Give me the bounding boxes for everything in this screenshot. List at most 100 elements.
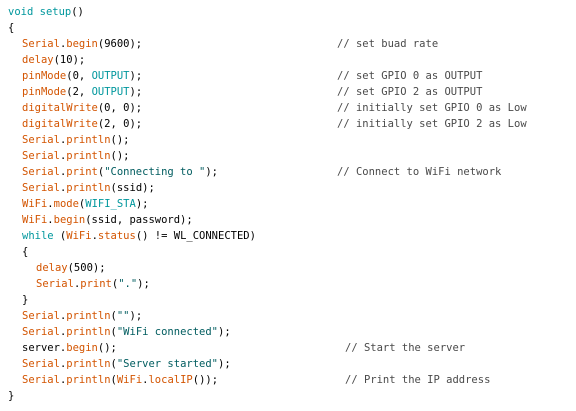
code-token: WiFi [116,374,143,386]
code-token: localIP [148,374,193,386]
code-line[interactable]: { [0,20,576,36]
code-token: ); [129,70,143,82]
code-token: . [59,150,67,162]
code-line[interactable]: Serial.print("."); [0,276,576,292]
code-token: ); [218,326,231,338]
code-line[interactable]: Serial.println("WiFi connected"); [0,324,576,340]
code-token: () != WL_CONNECTED) [135,230,256,242]
code-token: (2, [66,86,92,98]
code-token: (0, 0); [97,102,143,114]
code-content: WiFi.mode(WIFI_STA); [22,196,148,212]
code-line[interactable]: Serial.println(""); [0,308,576,324]
code-line[interactable]: digitalWrite(2, 0);// initially set GPIO… [0,116,576,132]
code-token: (0, [66,70,92,82]
code-token: Serial [22,326,60,338]
code-line[interactable]: pinMode(2, OUTPUT); // set GPIO 2 as OUTP… [0,84,576,100]
code-line[interactable]: { [0,244,576,260]
code-line[interactable]: pinMode(0, OUTPUT);// set GPIO 0 as OUTP… [0,68,576,84]
code-comment: // set GPIO 2 as OUTPUT [337,86,483,98]
code-comment: // Start the server [345,342,466,354]
code-token: ); [129,310,143,322]
code-token: Serial [22,38,60,50]
code-token: digitalWrite [22,118,98,130]
code-line[interactable]: } [0,292,576,308]
code-token: (); [110,150,130,162]
code-token: void [8,6,34,18]
code-token: Serial [22,182,60,194]
code-token: . [47,214,54,226]
code-content: { [22,244,28,260]
code-token: . [59,38,67,50]
code-token: Serial [22,358,60,370]
code-token: while [22,230,54,242]
code-content: } [22,292,28,308]
code-content: Serial.println(); [22,148,130,164]
code-content: Serial.println(); [22,132,130,148]
code-content: delay(10); [22,52,85,68]
code-line[interactable]: WiFi.begin(ssid, password); [0,212,576,228]
code-line[interactable]: Serial.println(ssid); [0,180,576,196]
code-content: } [8,388,14,404]
code-token: "WiFi connected" [116,326,219,338]
code-token: Serial [22,134,60,146]
code-content: digitalWrite(0, 0); [22,100,142,116]
code-line[interactable]: Serial.println(WiFi.localIP());// Print … [0,372,576,388]
code-content: Serial.begin(9600); [22,36,142,52]
code-token: println [66,150,111,162]
code-token: () [71,6,84,18]
code-token: println [66,182,111,194]
code-token: . [59,134,67,146]
code-token: pinMode [22,70,67,82]
code-line[interactable]: } [0,388,576,404]
code-content: delay(500); [36,260,106,276]
code-line[interactable]: digitalWrite(0, 0);// initially set GPIO… [0,100,576,116]
code-token: server. [22,342,67,354]
code-token: WIFI_STA [85,198,136,210]
code-token: ( [111,278,119,290]
code-token: setup [39,6,72,18]
code-token: Serial [22,310,60,322]
code-token: println [66,134,111,146]
code-line[interactable]: Serial.begin(9600);// set buad rate [0,36,576,52]
code-token: (); [97,342,117,354]
code-token: WiFi [22,214,48,226]
code-token: WiFi [66,230,92,242]
code-content: Serial.println(""); [22,308,142,324]
code-content: Serial.print("Connecting to "); [22,164,218,180]
code-content: pinMode(0, OUTPUT); [22,68,142,84]
code-token: println [66,310,111,322]
code-token: "Connecting to " [104,166,206,178]
code-token: . [59,182,67,194]
code-comment: // Print the IP address [345,374,491,386]
code-line[interactable]: delay(10); [0,52,576,68]
code-token: (); [110,134,130,146]
code-content: Serial.println(ssid); [22,180,155,196]
code-token: ()); [192,374,219,386]
code-token: OUTPUT [91,70,130,82]
code-token: OUTPUT [91,86,130,98]
code-token: . [59,166,67,178]
code-comment: // initially set GPIO 2 as Low [337,118,527,130]
code-line[interactable]: while (WiFi.status() != WL_CONNECTED) [0,228,576,244]
code-token: begin [53,214,86,226]
code-line[interactable]: WiFi.mode(WIFI_STA); [0,196,576,212]
code-token: . [59,326,67,338]
code-token: (10); [53,54,86,66]
code-token: ( [110,358,117,370]
code-line[interactable]: Serial.println(); [0,132,576,148]
code-token: . [91,230,98,242]
code-token: ( [53,230,67,242]
code-line[interactable]: void setup() [0,4,576,20]
code-line[interactable]: server.begin();// Start the server [0,340,576,356]
code-token: mode [53,198,79,210]
code-line[interactable]: Serial.print("Connecting to ");// Connec… [0,164,576,180]
code-token: println [66,374,111,386]
code-line[interactable]: delay(500); [0,260,576,276]
code-content: Serial.println("WiFi connected"); [22,324,231,340]
code-line[interactable]: Serial.println("Server started"); [0,356,576,372]
code-line[interactable]: Serial.println(); [0,148,576,164]
code-token: . [59,374,67,386]
code-token: "Server started" [116,358,219,370]
code-content: pinMode(2, OUTPUT); [22,84,142,100]
